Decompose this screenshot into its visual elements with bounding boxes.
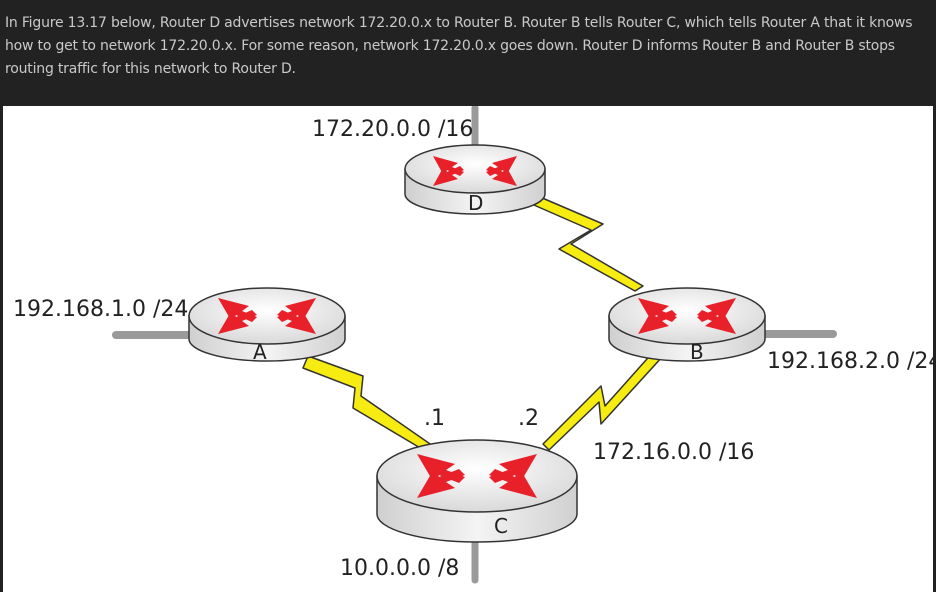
label-c-right-interface: .2 [518,406,539,431]
label-c-left-interface: .1 [424,406,445,431]
router-b: B [608,287,766,364]
router-a-label: A [253,340,267,364]
label-b-lan: 192.168.2.0 /24 [767,349,933,374]
label-c-lan: 10.0.0.0 /8 [340,556,459,581]
label-a-lan: 192.168.1.0 /24 [13,297,188,322]
label-bc-wan: 172.16.0.0 /16 [593,440,754,465]
label-d-lan: 172.20.0.0 /16 [312,117,473,142]
wan-link-d-b [526,193,644,292]
network-diagram: D A B [3,106,933,592]
wan-link-b-c [542,349,664,451]
wan-link-a-c [302,355,434,453]
router-b-label: B [690,340,704,364]
router-a: A [188,287,346,364]
router-c: C [376,439,578,543]
intro-paragraph: In Figure 13.17 below, Router D advertis… [5,15,913,77]
router-c-label: C [494,514,508,538]
router-d-label: D [468,191,483,215]
router-d: D [404,144,546,215]
diagram-canvas: D A B [13,106,933,584]
